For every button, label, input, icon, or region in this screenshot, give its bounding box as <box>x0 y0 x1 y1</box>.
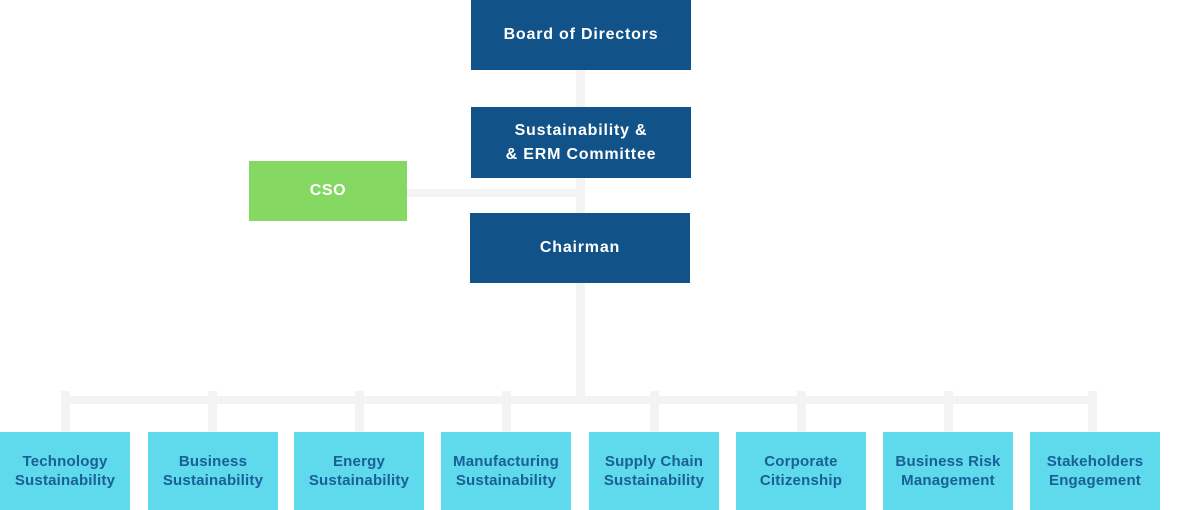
node-business-sustainability: Business Sustainability <box>148 432 278 510</box>
node-business-risk-management: Business Risk Management <box>883 432 1013 510</box>
node-chairman: Chairman <box>470 213 690 283</box>
node-cso: CSO <box>249 161 407 221</box>
node-supply-chain-sustainability: Supply Chain Sustainability <box>589 432 719 510</box>
node-energy-sustainability: Energy Sustainability <box>294 432 424 510</box>
node-corporate-citizenship: Corporate Citizenship <box>736 432 866 510</box>
connector-stub-supply-chain <box>650 391 659 432</box>
connector-stub-business <box>208 391 217 432</box>
connector-stub-energy <box>355 391 364 432</box>
connector-stub-stakeholders <box>1088 391 1097 432</box>
node-board-of-directors: Board of Directors <box>471 0 691 70</box>
connector-board-committee <box>576 70 585 107</box>
node-sustainability-erm-committee: Sustainability & & ERM Committee <box>471 107 691 178</box>
node-stakeholders-engagement: Stakeholders Engagement <box>1030 432 1160 510</box>
node-manufacturing-sustainability: Manufacturing Sustainability <box>441 432 571 510</box>
connector-distribution-line <box>61 396 1097 404</box>
connector-stub-manufacturing <box>502 391 511 432</box>
connector-stub-technology <box>61 391 70 432</box>
node-technology-sustainability: Technology Sustainability <box>0 432 130 510</box>
connector-chairman-departments <box>576 283 585 397</box>
connector-stub-business-risk <box>944 391 953 432</box>
connector-committee-chairman <box>576 178 585 213</box>
connector-stub-corporate <box>797 391 806 432</box>
connector-cso-spine <box>406 189 576 197</box>
